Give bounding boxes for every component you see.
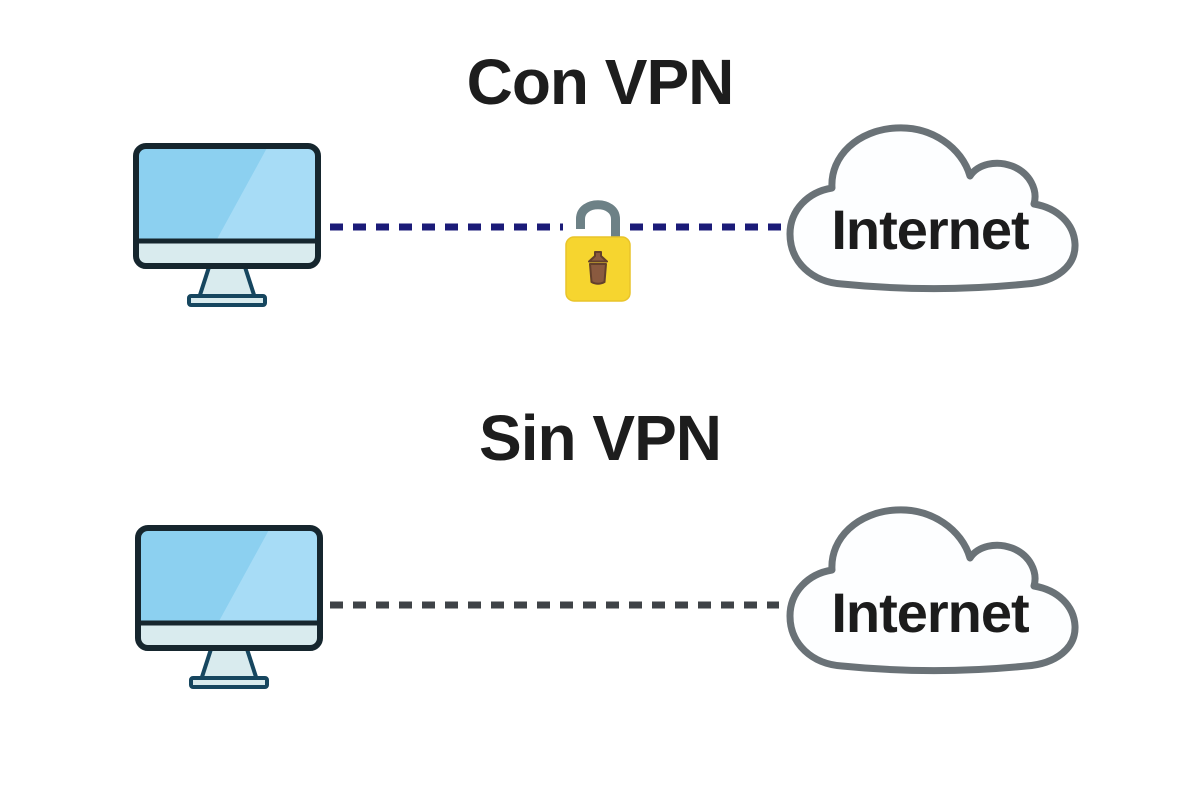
vpn-tunnel-line — [330, 223, 781, 231]
padlock-keyhole — [588, 251, 608, 285]
monitor-bezel — [138, 623, 320, 648]
monitor-outline — [135, 525, 323, 651]
screen-glare — [216, 149, 315, 241]
section-title-sin-vpn: Sin VPN — [479, 402, 722, 474]
monitor-base — [187, 294, 267, 307]
cloud-icon — [786, 124, 1079, 292]
monitor-stand — [198, 644, 260, 682]
computer-icon — [133, 143, 321, 307]
internet-cloud: Internet — [780, 116, 1080, 294]
padlock-shackle — [576, 200, 620, 243]
internet-label: Internet — [831, 581, 1029, 644]
internet-cloud: Internet — [780, 498, 1080, 676]
internet-label: Internet — [831, 198, 1029, 261]
computer-icon — [135, 525, 323, 689]
monitor-outline — [133, 143, 321, 269]
monitor-bezel — [136, 241, 318, 266]
screen-glare — [218, 531, 317, 623]
monitor-stand — [196, 262, 258, 300]
padlock-icon — [565, 200, 631, 302]
cloud-icon — [786, 506, 1079, 674]
monitor-base — [189, 676, 269, 689]
section-title-con-vpn: Con VPN — [466, 46, 735, 118]
unsecured-line — [330, 601, 779, 609]
